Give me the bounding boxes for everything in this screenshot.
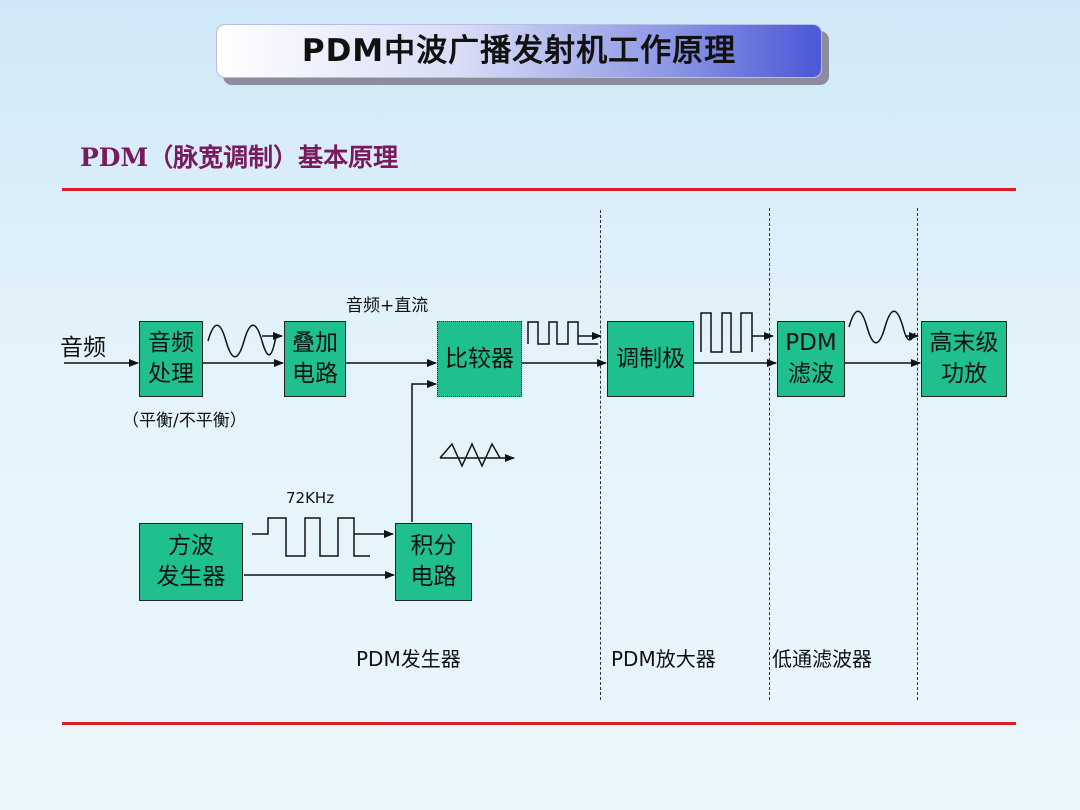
wire-integrator-comparator <box>411 380 437 522</box>
square-wave-72khz <box>252 517 370 557</box>
block-pdm-filter-line2: 滤波 <box>788 361 834 387</box>
block-audio-processing-line1: 音频 <box>148 330 194 356</box>
bottom-rule <box>62 722 1016 725</box>
block-adder-line2: 电路 <box>292 361 338 387</box>
block-square-generator: 方波发生器 <box>139 523 243 601</box>
triangle-wave <box>439 442 501 468</box>
block-audio-processing: 音频处理 <box>139 321 203 397</box>
divider-generator-amplifier <box>600 210 601 700</box>
block-adder: 叠加电路 <box>284 321 346 397</box>
block-integrator: 积分电路 <box>395 523 472 601</box>
page-title: PDM中波广播发射机工作原理 <box>301 33 737 69</box>
square-wave-modulator <box>700 312 753 353</box>
block-pdm-filter: PDM 滤波 <box>777 321 845 397</box>
block-integrator-line1: 积分 <box>410 533 457 559</box>
freq-label: 72KHz <box>286 489 335 507</box>
block-square-generator-line1: 方波 <box>168 533 214 559</box>
subtitle: PDM（脉宽调制）基本原理 <box>80 143 399 172</box>
block-adder-line1: 叠加 <box>292 330 338 356</box>
signal-label: 音频+直流 <box>346 296 429 316</box>
block-modulator-line1: 调制极 <box>616 345 685 372</box>
input-label: 音频 <box>60 335 106 361</box>
block-comparator-line1: 比较器 <box>445 345 514 372</box>
sine-wave-2 <box>848 310 916 344</box>
block-comparator: 比较器 <box>437 321 522 397</box>
balance-label: （平衡/不平衡） <box>122 411 247 431</box>
title-banner: PDM中波广播发射机工作原理 <box>216 24 822 78</box>
block-final-amplifier-line1: 高末级 <box>929 330 999 356</box>
section-pdm-generator: PDM发生器 <box>356 647 461 671</box>
block-integrator-line2: 电路 <box>410 564 457 590</box>
block-audio-processing-line2: 处理 <box>148 361 194 387</box>
block-pdm-filter-line1: PDM <box>785 330 837 356</box>
sine-wave-1 <box>207 324 277 358</box>
section-pdm-amplifier: PDM放大器 <box>611 647 716 671</box>
top-rule <box>62 188 1016 191</box>
section-lowpass-filter: 低通滤波器 <box>772 647 872 671</box>
divider-amplifier-filter <box>769 208 770 700</box>
block-modulator: 调制极 <box>607 321 694 397</box>
divider-filter-output <box>917 208 918 700</box>
block-final-amplifier-line2: 功放 <box>941 361 987 387</box>
block-square-generator-line2: 发生器 <box>156 564 226 590</box>
square-wave-comparator <box>527 321 598 345</box>
block-final-amplifier: 高末级功放 <box>921 321 1007 397</box>
